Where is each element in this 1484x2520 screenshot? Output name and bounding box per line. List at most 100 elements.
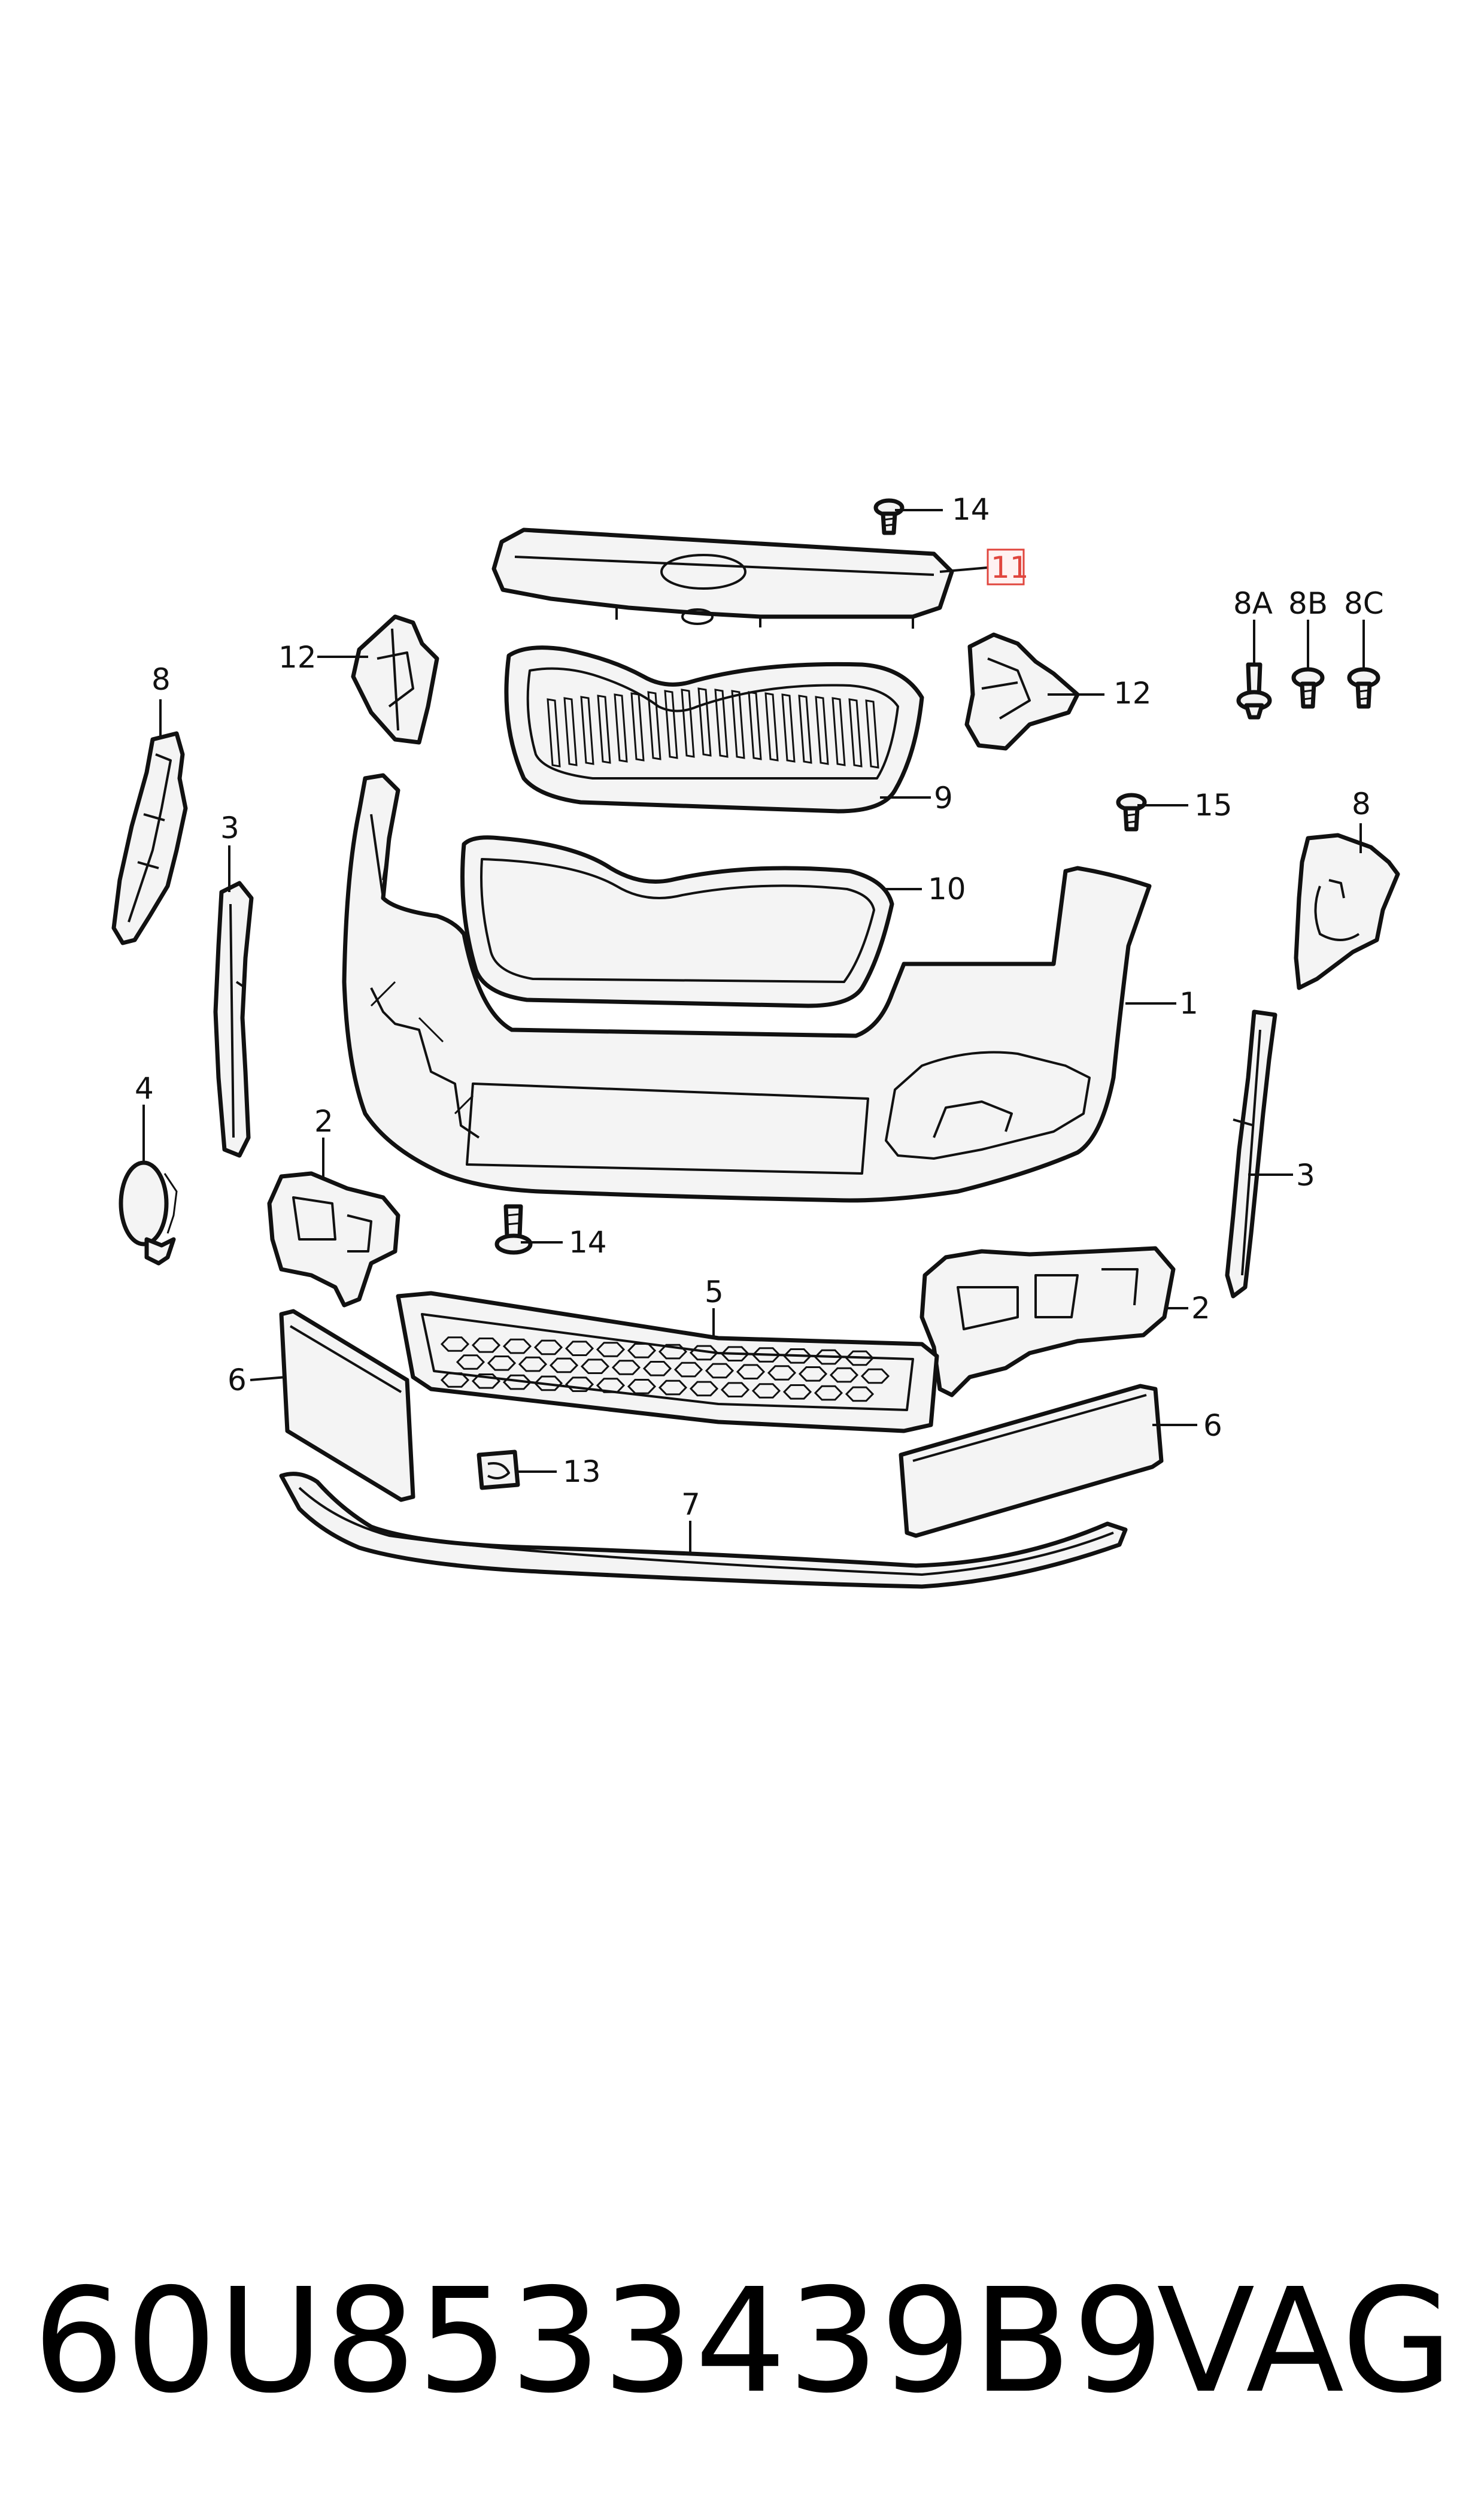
highlight-box-11	[987, 548, 1025, 586]
callout-7: 7	[681, 1487, 700, 1522]
screw-14-lower[interactable]	[494, 1204, 533, 1255]
grille-slat	[865, 699, 879, 769]
callout-12-right: 12	[1113, 676, 1152, 711]
callout-labels: 14 11 12 12 8 8A 8B 8C 9 15 8 3 10 1 4 2…	[135, 492, 1384, 1522]
part-2-left-bracket[interactable]	[267, 1171, 400, 1308]
honeycomb-cell	[736, 1364, 766, 1379]
callout-8A: 8A	[1233, 586, 1273, 621]
honeycomb-cell	[689, 1381, 719, 1397]
fastener-8A[interactable]	[1236, 662, 1272, 720]
fastener-8C[interactable]	[1347, 667, 1380, 709]
grille-slat	[798, 695, 812, 764]
part-6-right-strip[interactable]	[899, 1384, 1164, 1538]
callout-11: 11	[991, 550, 1029, 585]
grille-slat	[731, 690, 745, 759]
honeycomb-cell	[518, 1356, 548, 1372]
part-10-grille-frame[interactable]	[460, 835, 894, 1008]
honeycomb-cell	[814, 1349, 843, 1365]
callout-14: 14	[952, 492, 990, 527]
callout-8C: 8C	[1344, 586, 1384, 621]
honeycomb-cell	[627, 1343, 657, 1358]
honeycomb-cell	[845, 1386, 875, 1402]
brand-name: VAG	[1157, 2257, 1453, 2425]
grille-slat	[714, 689, 729, 758]
honeycomb-cell	[658, 1379, 688, 1396]
honeycomb-cell	[720, 1346, 750, 1361]
grille-slat	[815, 696, 829, 765]
part-13-clip[interactable]	[477, 1449, 520, 1490]
part-11-upper-cover[interactable]	[491, 527, 954, 629]
honeycomb-cell	[751, 1383, 781, 1399]
part-number: 60U8533439B9	[33, 2257, 1166, 2425]
screw-14-top[interactable]	[873, 498, 905, 535]
callout-1: 1	[1179, 986, 1198, 1021]
part-9-grille[interactable]	[504, 645, 924, 814]
honeycomb-cell	[720, 1382, 750, 1397]
part-3-left-strip[interactable]	[213, 881, 254, 1158]
grille-slat	[781, 693, 796, 763]
honeycomb-cell	[814, 1385, 843, 1401]
honeycomb-cell	[456, 1354, 485, 1370]
honeycomb-cell	[440, 1336, 470, 1352]
part-2-right-bracket[interactable]	[919, 1246, 1176, 1397]
honeycomb-cell	[471, 1373, 501, 1389]
grille-slat	[597, 695, 611, 764]
grille-slat	[563, 697, 578, 766]
part-8-right-bracket[interactable]	[1294, 833, 1400, 990]
grille-slat	[681, 689, 695, 758]
grille-slat	[580, 696, 594, 765]
callout-4: 4	[135, 1071, 154, 1106]
honeycomb-cell	[705, 1363, 735, 1379]
part-6-left-strip[interactable]	[279, 1309, 415, 1502]
callout-3-right: 3	[1296, 1158, 1315, 1193]
part-4-tow-cover[interactable]	[119, 1160, 178, 1266]
callout-6-left: 6	[227, 1363, 247, 1397]
grille-slat	[848, 698, 863, 768]
grille-slat	[647, 691, 661, 760]
honeycomb-cell	[673, 1361, 703, 1378]
callout-13: 13	[563, 1454, 601, 1489]
part-8-left-bracket[interactable]	[111, 731, 188, 945]
grille-slat	[831, 697, 846, 766]
honeycomb-cell	[829, 1367, 859, 1383]
part-5-lower-grille[interactable]	[396, 1291, 939, 1433]
honeycomb-cell	[533, 1339, 563, 1355]
callout-5: 5	[705, 1275, 724, 1309]
honeycomb-cell	[798, 1366, 828, 1382]
honeycomb-cell	[487, 1355, 517, 1371]
part-1-bumper-cover[interactable]	[342, 773, 1152, 1203]
honeycomb-cell	[580, 1358, 610, 1374]
honeycomb-cell	[767, 1365, 797, 1381]
grille-slat	[764, 692, 779, 762]
callout-9: 9	[934, 781, 953, 815]
honeycomb-cell	[860, 1368, 890, 1384]
honeycomb-cell	[549, 1357, 579, 1373]
honeycomb-cell	[596, 1378, 626, 1393]
honeycomb-cell	[782, 1348, 812, 1364]
part-7-spoiler[interactable]	[279, 1472, 1128, 1589]
callout-2-right: 2	[1191, 1291, 1210, 1326]
callout-8-left: 8	[151, 662, 171, 697]
honeycomb-cell	[440, 1372, 470, 1388]
part-3-right-strip[interactable]	[1225, 1009, 1277, 1299]
honeycomb-cell	[565, 1376, 594, 1392]
honeycomb-cell	[502, 1338, 532, 1354]
callout-8B: 8B	[1288, 586, 1328, 621]
fastener-8B[interactable]	[1291, 667, 1325, 709]
honeycomb-cell	[751, 1347, 781, 1363]
callout-10: 10	[928, 872, 966, 906]
honeycomb-cell	[782, 1384, 812, 1400]
callout-14-lower: 14	[569, 1225, 607, 1260]
honeycomb-cell	[596, 1342, 626, 1357]
honeycomb-cell	[611, 1360, 641, 1375]
part-12-left-bracket[interactable]	[351, 614, 439, 745]
screw-15[interactable]	[1116, 793, 1147, 832]
footer: 60U8533439B9 VAG	[0, 2263, 1484, 2419]
honeycomb-cell	[845, 1350, 875, 1366]
part-12-right-bracket[interactable]	[964, 632, 1080, 751]
honeycomb-cell	[471, 1338, 501, 1353]
grille-slat	[697, 687, 712, 757]
honeycomb-cell	[642, 1361, 672, 1376]
honeycomb-cell	[627, 1379, 657, 1394]
